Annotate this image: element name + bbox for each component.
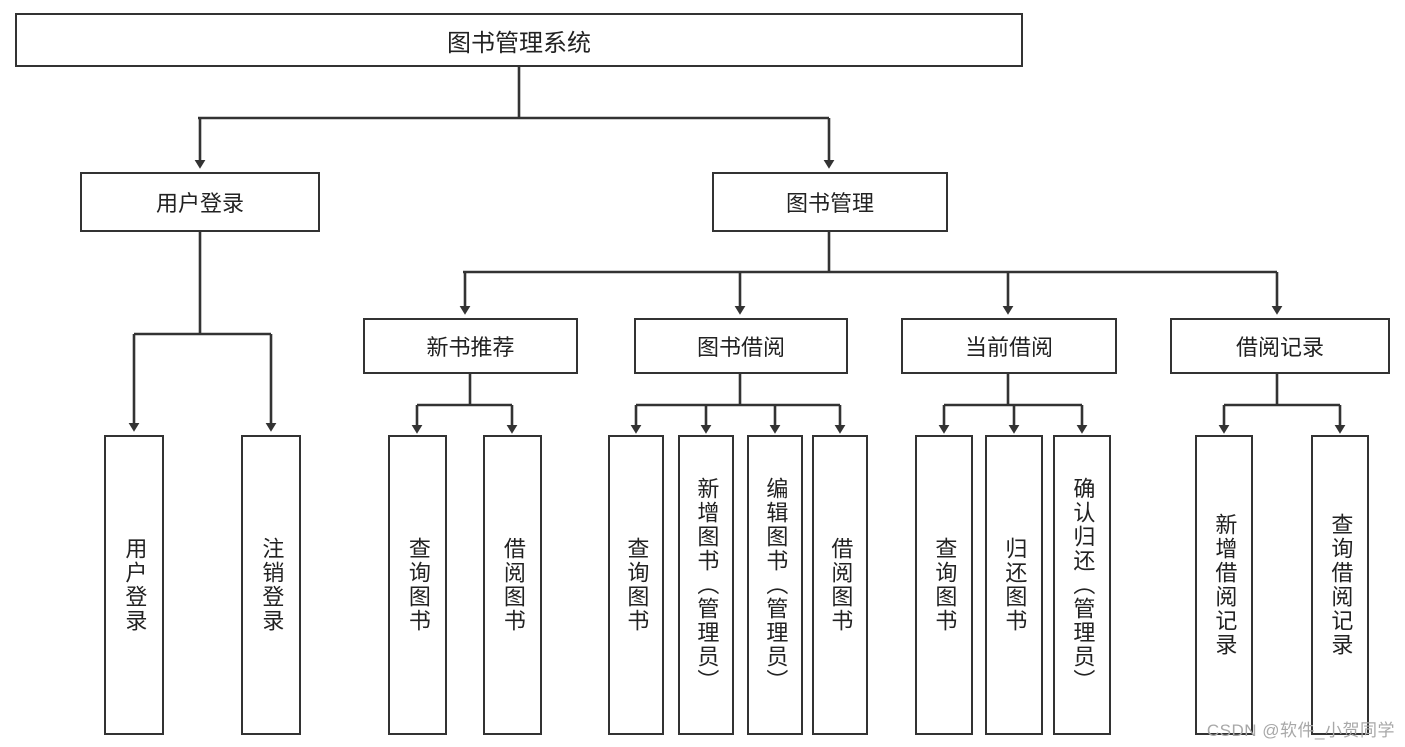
node-borrow-record-label: 借阅记录 xyxy=(1235,335,1324,360)
node-leaf-return-book[interactable]: 归还图书 xyxy=(985,435,1043,735)
node-leaf-query-borrow-record-label: 查询借阅记录 xyxy=(1328,513,1354,657)
node-book-borrow[interactable]: 图书借阅 xyxy=(634,318,848,374)
node-leaf-query-book-cur[interactable]: 查询图书 xyxy=(915,435,973,735)
node-user-login-label: 用户登录 xyxy=(155,191,244,216)
node-borrow-record[interactable]: 借阅记录 xyxy=(1170,318,1390,374)
node-leaf-return-book-label: 归还图书 xyxy=(1002,537,1028,633)
node-current-borrow-label: 当前借阅 xyxy=(964,335,1053,360)
node-leaf-confirm-return-admin-label: 确认归还（管理员） xyxy=(1070,477,1096,693)
node-leaf-user-login-label: 用户登录 xyxy=(122,537,148,633)
node-leaf-query-book-rec[interactable]: 查询图书 xyxy=(388,435,447,735)
node-leaf-edit-book-admin-label: 编辑图书（管理员） xyxy=(763,477,789,693)
node-leaf-borrow-book-rec-label: 借阅图书 xyxy=(500,537,526,633)
node-leaf-query-book-borrow-label: 查询图书 xyxy=(624,537,650,633)
node-leaf-edit-book-admin[interactable]: 编辑图书（管理员） xyxy=(747,435,803,735)
node-leaf-query-book-borrow[interactable]: 查询图书 xyxy=(608,435,664,735)
node-leaf-user-logout[interactable]: 注销登录 xyxy=(241,435,301,735)
csdn-watermark: CSDN @软件_小贺同学 xyxy=(1206,721,1395,740)
node-leaf-add-borrow-record-label: 新增借阅记录 xyxy=(1212,513,1238,657)
node-user-login[interactable]: 用户登录 xyxy=(80,172,320,232)
node-leaf-borrow-book[interactable]: 借阅图书 xyxy=(812,435,868,735)
node-book-manage[interactable]: 图书管理 xyxy=(712,172,948,232)
node-book-manage-label: 图书管理 xyxy=(785,191,874,216)
node-new-book-recommend[interactable]: 新书推荐 xyxy=(363,318,578,374)
node-leaf-add-book-admin[interactable]: 新增图书（管理员） xyxy=(678,435,734,735)
node-leaf-confirm-return-admin[interactable]: 确认归还（管理员） xyxy=(1053,435,1111,735)
node-leaf-add-book-admin-label: 新增图书（管理员） xyxy=(694,477,720,693)
node-leaf-query-book-cur-label: 查询图书 xyxy=(932,537,958,633)
node-leaf-borrow-book-rec[interactable]: 借阅图书 xyxy=(483,435,542,735)
node-leaf-query-borrow-record[interactable]: 查询借阅记录 xyxy=(1311,435,1369,735)
node-leaf-user-login[interactable]: 用户登录 xyxy=(104,435,164,735)
node-leaf-query-book-rec-label: 查询图书 xyxy=(405,537,431,633)
node-new-book-recommend-label: 新书推荐 xyxy=(426,335,515,360)
node-root-label: 图书管理系统 xyxy=(447,29,591,57)
node-leaf-add-borrow-record[interactable]: 新增借阅记录 xyxy=(1195,435,1253,735)
node-book-borrow-label: 图书借阅 xyxy=(696,335,785,360)
node-leaf-user-logout-label: 注销登录 xyxy=(259,537,285,633)
node-current-borrow[interactable]: 当前借阅 xyxy=(901,318,1117,374)
node-root[interactable]: 图书管理系统 xyxy=(15,13,1023,67)
node-leaf-borrow-book-label: 借阅图书 xyxy=(828,537,854,633)
